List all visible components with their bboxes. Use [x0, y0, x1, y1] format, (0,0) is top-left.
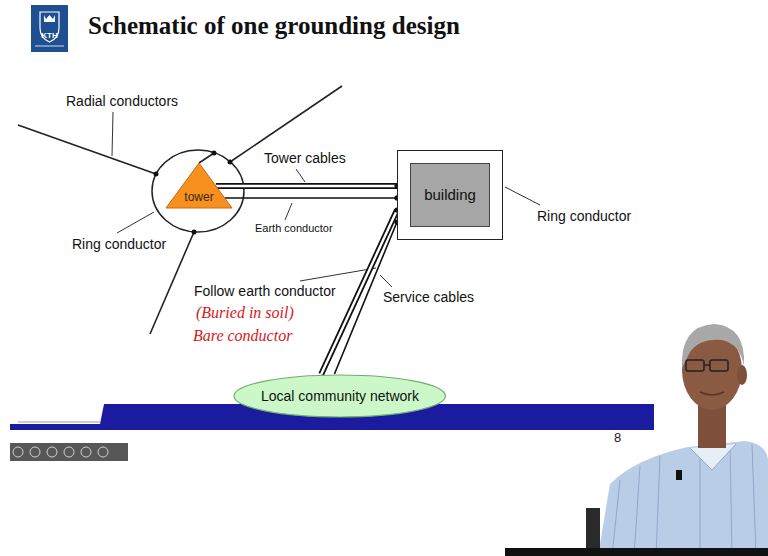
- part-label: Radial conductors: [66, 93, 178, 109]
- logo-text: KTH: [35, 31, 64, 40]
- page-number: 8: [614, 431, 621, 446]
- node-text: building: [424, 186, 476, 203]
- network-ellipse: Local community network: [233, 374, 446, 418]
- radial-conductors: [18, 86, 342, 334]
- cable-connector: [216, 183, 400, 188]
- junction-dots: [154, 151, 233, 235]
- leader-lines: [112, 112, 540, 287]
- player-toolbar: [10, 443, 128, 461]
- part-label: Follow earth conductor: [194, 283, 336, 299]
- handwritten-note: Bare conductor: [193, 327, 292, 345]
- part-label: Ring conductor: [72, 236, 166, 252]
- tower-ring-conductor: [152, 150, 244, 232]
- cable-connector: [225, 195, 400, 200]
- kth-logo: [31, 5, 68, 52]
- part-label: Ring conductor: [537, 208, 631, 224]
- logo-rule: [35, 46, 64, 47]
- footer-rule: [18, 422, 100, 423]
- tower-triangle: tower: [166, 163, 232, 208]
- building-box: building: [397, 150, 503, 240]
- logo-crown: [44, 15, 55, 22]
- node-text: tower: [184, 191, 213, 205]
- node-text: Local community network: [261, 388, 419, 404]
- video-bar: [505, 548, 768, 556]
- toolbar-icons: [13, 447, 108, 457]
- handwritten-note: (Buried in soil): [196, 304, 294, 322]
- part-label: Service cables: [383, 289, 474, 305]
- slide-title: Schematic of one grounding design: [88, 12, 460, 41]
- part-label: Tower cables: [264, 150, 346, 166]
- presenter-figure: [586, 324, 768, 556]
- part-label: Earth conductor: [255, 222, 333, 235]
